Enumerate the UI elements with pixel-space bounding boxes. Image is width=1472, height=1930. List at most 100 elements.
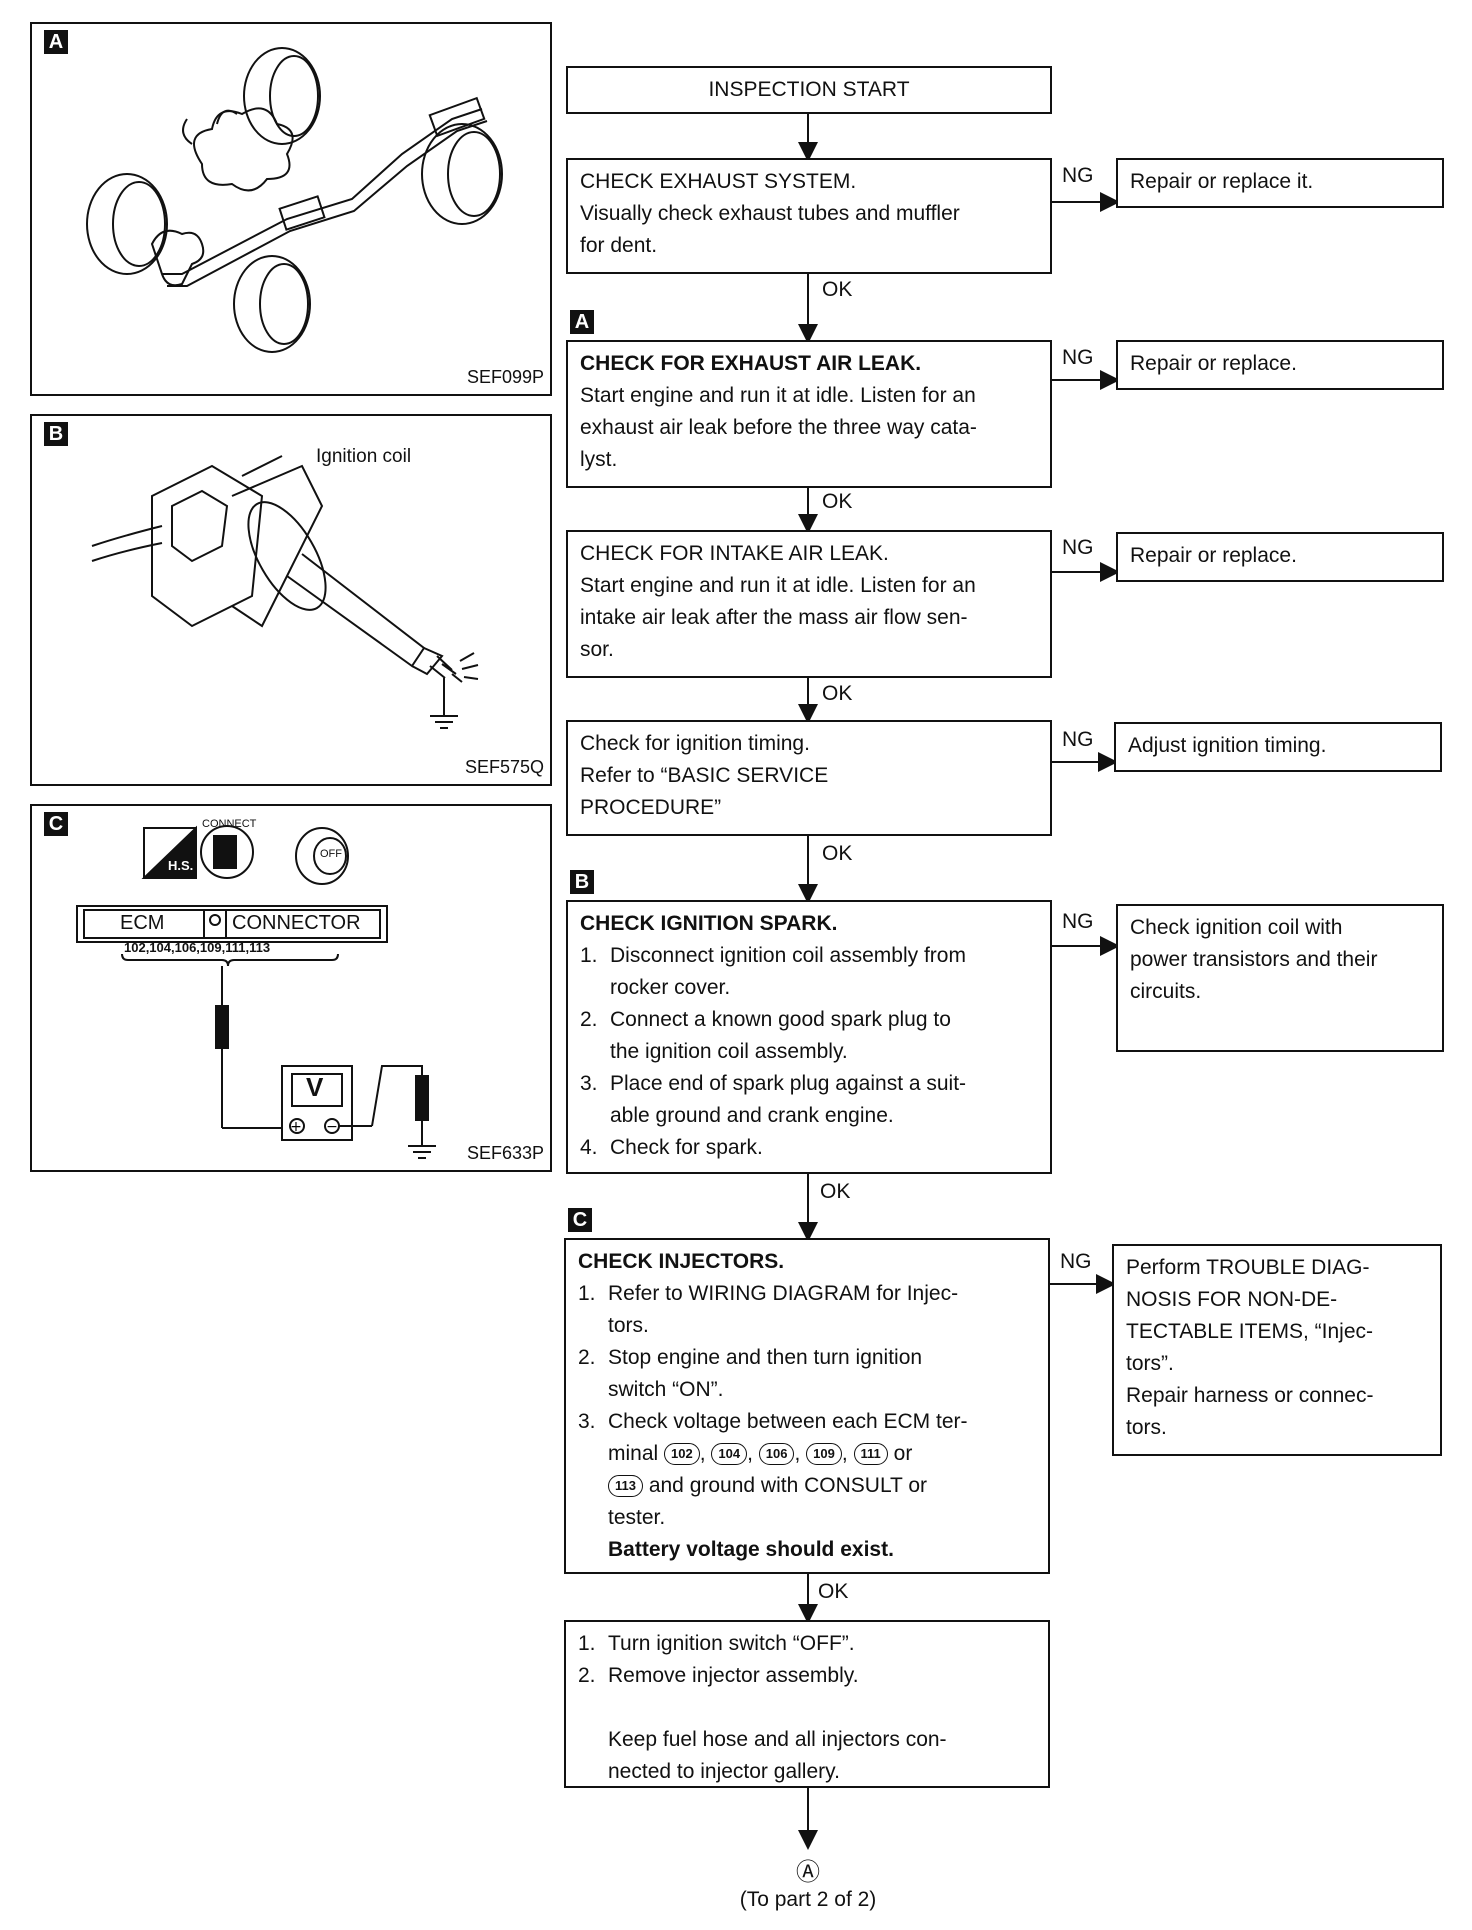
- ng-result-repair-replace-it: Repair or replace it.: [1116, 158, 1444, 208]
- step7-note-spacer: [578, 1692, 1036, 1724]
- step-check-injectors: CHECK INJECTORS. 1. Refer to WIRING DIAGR…: [564, 1238, 1050, 1574]
- step7-item-1: 1.Turn ignition switch “OFF”.: [578, 1628, 1036, 1660]
- item-number: 3.: [580, 1072, 598, 1095]
- figure-panel-b: B Ignition coil SEF575Q: [30, 414, 552, 786]
- item-number: 2.: [580, 1008, 598, 1031]
- step5-item-1: 1.Disconnect ignition coil assembly from…: [580, 940, 1038, 1004]
- step7-item-2: 2. Remove injector assembly.: [578, 1660, 1036, 1692]
- item-text: Check voltage between each ECM ter-: [608, 1410, 968, 1433]
- step4-text: PROCEDURE”: [580, 796, 722, 819]
- ok-label: OK: [822, 842, 853, 865]
- step-check-exhaust-system: CHECK EXHAUST SYSTEM. Visually check exh…: [566, 158, 1052, 274]
- step1-title: CHECK EXHAUST SYSTEM.: [580, 170, 857, 193]
- item-number: 2.: [578, 1664, 596, 1687]
- hs-icon-label: H.S.: [168, 858, 194, 873]
- ignition-coil-callout: Ignition coil: [316, 446, 412, 467]
- svg-text:+: +: [290, 1119, 302, 1135]
- item-text: or: [893, 1442, 913, 1465]
- figure-code-b: SEF575Q: [464, 757, 544, 777]
- item-text: Turn ignition switch “OFF”.: [608, 1632, 855, 1655]
- ng-result-text: Repair or replace.: [1130, 352, 1297, 375]
- connect-icon-label: CONNECT: [202, 818, 257, 830]
- ok-label: OK: [822, 278, 853, 301]
- ng-result-text: Perform TROUBLE DIAG-: [1126, 1256, 1370, 1279]
- panel-badge-a: A: [44, 30, 68, 54]
- ok-label: OK: [822, 682, 853, 705]
- item-number: 4.: [580, 1136, 598, 1159]
- step3-text: Start engine and run it at idle. Listen …: [580, 574, 976, 597]
- item-text: Refer to WIRING DIAGRAM for Injec-: [608, 1282, 959, 1305]
- item-number: 1.: [580, 944, 598, 967]
- step2-text: lyst.: [580, 448, 618, 471]
- figure-code-c: SEF633P: [466, 1143, 544, 1163]
- step5-title: CHECK IGNITION SPARK.: [580, 912, 838, 935]
- item-text: switch “ON”.: [608, 1378, 724, 1401]
- step6-item-2: 2. Stop engine and then turn ignition swit…: [578, 1342, 1036, 1406]
- ng-result-check-ignition-coil: Check ignition coil with power transisto…: [1116, 904, 1444, 1052]
- item-text: Remove injector assembly.: [608, 1664, 859, 1687]
- step-badge-c: C: [568, 1208, 592, 1232]
- ignition-coil-illustration: [91, 455, 479, 729]
- ng-result-text: Repair or replace it.: [1130, 170, 1314, 193]
- step-badge-a: A: [570, 310, 594, 334]
- ecm-voltage-test-illustration: + −: [76, 825, 436, 1159]
- panel-badge-b: B: [44, 422, 68, 446]
- ng-label: NG: [1062, 346, 1094, 369]
- item-text: Check for spark.: [610, 1136, 763, 1159]
- item-text: Place end of spark plug against a suit-: [610, 1072, 967, 1095]
- terminal-numbers: 102,104,106,109,111,113: [124, 940, 271, 955]
- step-check-intake-air-leak: CHECK FOR INTAKE AIR LEAK. Start engine …: [566, 530, 1052, 678]
- ecm-label: ECM: [120, 912, 165, 934]
- ng-label: NG: [1062, 728, 1094, 751]
- ng-result-repair-replace-exhaust: Repair or replace.: [1116, 340, 1444, 390]
- inspection-start-label: INSPECTION START: [708, 78, 910, 101]
- ng-result-text: TECTABLE ITEMS, “Injec-: [1126, 1320, 1373, 1343]
- item-text: rocker cover.: [610, 976, 731, 999]
- item-number: 2.: [578, 1346, 596, 1369]
- step-check-ignition-spark: CHECK IGNITION SPARK. 1.Disconnect ignit…: [566, 900, 1052, 1174]
- ng-label: NG: [1062, 536, 1094, 559]
- step2-title: CHECK FOR EXHAUST AIR LEAK.: [580, 352, 922, 375]
- step7-note: nected to injector gallery.: [608, 1760, 840, 1783]
- voltmeter-label: V: [306, 1072, 324, 1102]
- step7-note: Keep fuel hose and all injectors con-: [608, 1728, 947, 1751]
- item-text: minal: [608, 1442, 659, 1465]
- step3-text: intake air leak after the mass air flow …: [580, 606, 968, 629]
- step-badge-b: B: [570, 870, 594, 894]
- step1-text: for dent.: [580, 234, 658, 257]
- ng-label: NG: [1060, 1250, 1092, 1273]
- ok-label: OK: [822, 490, 853, 513]
- step1-text: Visually check exhaust tubes and muffler: [580, 202, 960, 225]
- figure-code-a: SEF099P: [466, 367, 544, 387]
- terminal-list-line: 113 and ground with CONSULT or: [608, 1470, 1036, 1502]
- item-text: Stop engine and then turn ignition: [608, 1346, 923, 1369]
- terminal-list-line: minal 102, 104, 106, 109, 111 or: [608, 1442, 913, 1466]
- ng-result-text: tors.: [1126, 1416, 1167, 1439]
- item-text: the ignition coil assembly.: [610, 1040, 848, 1063]
- exhaust-system-illustration: [86, 47, 503, 353]
- item-text: tors.: [608, 1314, 649, 1337]
- step5-item-2: 2. Connect a known good spark plug to the …: [580, 1004, 1038, 1068]
- terminal-badge: 106: [758, 1443, 795, 1466]
- ng-result-text: Repair or replace.: [1130, 544, 1297, 567]
- item-number: 1.: [578, 1282, 596, 1305]
- item-number: 3.: [578, 1410, 596, 1433]
- panel-badge-c: C: [44, 812, 68, 836]
- ng-result-trouble-diagnosis: Perform TROUBLE DIAG- NOSIS FOR NON-DE- …: [1112, 1244, 1442, 1456]
- ng-result-text: NOSIS FOR NON-DE-: [1126, 1288, 1338, 1311]
- off-key-label: OFF: [320, 848, 342, 860]
- item-text: Connect a known good spark plug to: [610, 1008, 951, 1031]
- figure-panel-a: A SEF099P: [30, 22, 552, 396]
- item-text: able ground and crank engine.: [610, 1104, 894, 1127]
- ng-result-text: circuits.: [1130, 980, 1202, 1003]
- ng-label: NG: [1062, 164, 1094, 187]
- terminal-badge: 111: [853, 1443, 888, 1466]
- ng-result-repair-replace-intake: Repair or replace.: [1116, 532, 1444, 582]
- step6-title: CHECK INJECTORS.: [578, 1250, 785, 1273]
- step6-item-3: 3. Check voltage between each ECM ter- m…: [578, 1406, 1036, 1566]
- step5-item-4: 4. Check for spark.: [580, 1132, 1038, 1164]
- item-text: and ground with CONSULT or: [648, 1474, 928, 1497]
- ng-label: NG: [1062, 910, 1094, 933]
- ng-result-text: Check ignition coil with: [1130, 916, 1343, 939]
- step-check-exhaust-air-leak: CHECK FOR EXHAUST AIR LEAK. Start engine…: [566, 340, 1052, 488]
